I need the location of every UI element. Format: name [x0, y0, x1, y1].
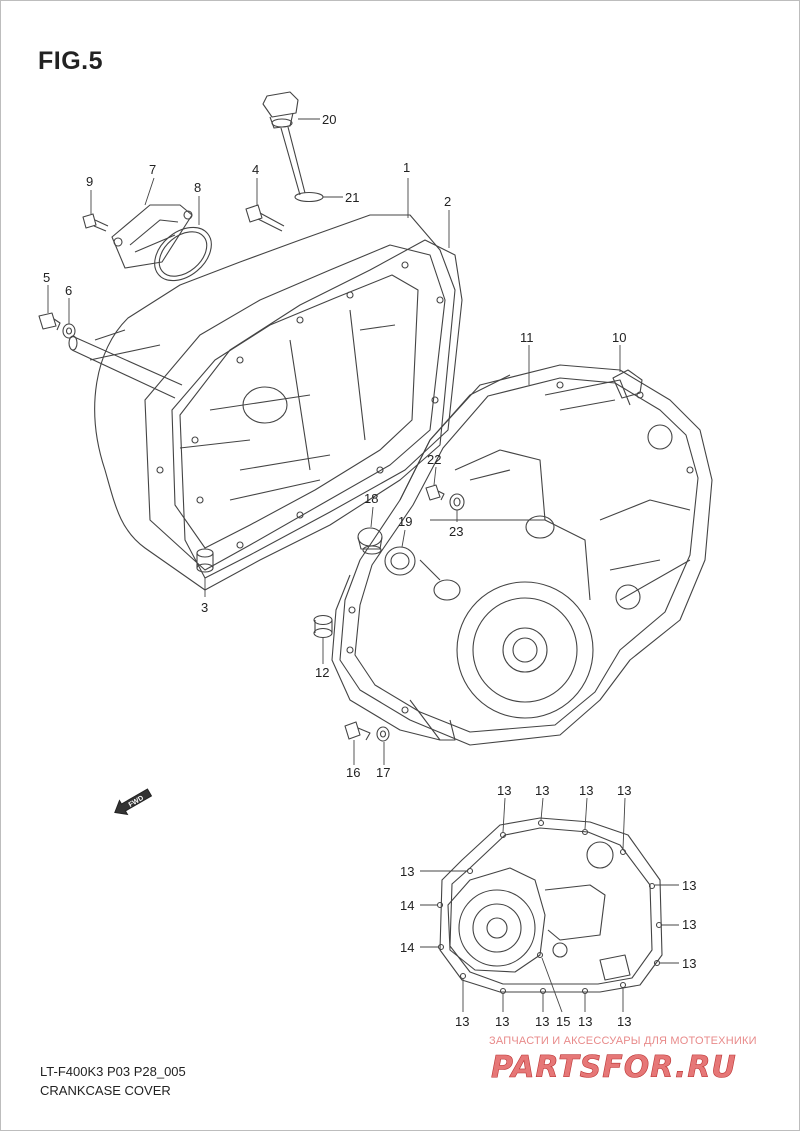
callout-2: 2 [444, 194, 451, 209]
callout-3: 3 [201, 600, 208, 615]
inset-callout-13: 13 [455, 1014, 469, 1029]
bolt-4 [245, 204, 285, 232]
washer-6 [62, 323, 76, 339]
dowel-pin-3 [196, 548, 214, 573]
drain-bolt-5 [38, 312, 61, 331]
callout-labels: 1 2 3 4 5 6 7 8 9 10 11 12 16 17 18 19 2… [43, 112, 696, 1029]
washer-23 [449, 493, 465, 511]
inset-callout-13: 13 [535, 783, 549, 798]
diagram-name: CRANKCASE COVER [40, 1083, 171, 1098]
callout-6: 6 [65, 283, 72, 298]
callout-8: 8 [194, 180, 201, 195]
inset-callout-13: 13 [497, 783, 511, 798]
oil-filler-plug [262, 91, 306, 196]
bolt-16 [344, 721, 371, 741]
cap-cover-7 [111, 204, 193, 269]
crankcase-cover-left [68, 214, 463, 591]
forward-arrow-icon: FWD [114, 788, 153, 816]
forward-label: FWD [128, 795, 145, 809]
plug-10 [612, 369, 643, 399]
watermark-logo: PARTSFOR.RU [491, 1050, 737, 1085]
inset-callout-14: 14 [400, 898, 414, 913]
watermark-tagline: ЗАПЧАСТИ И АКСЕССУАРЫ ДЛЯ МОТОТЕХНИКИ [489, 1035, 757, 1047]
leader-lines [47, 118, 679, 1013]
callout-5: 5 [43, 270, 50, 285]
callout-10: 10 [612, 330, 626, 345]
cap-18 [357, 527, 383, 555]
callout-11: 11 [520, 330, 534, 345]
inset-callout-13: 13 [617, 1014, 631, 1029]
callout-7: 7 [149, 162, 156, 177]
callout-1: 1 [403, 160, 410, 175]
bolt-9 [82, 213, 109, 232]
callout-22: 22 [427, 452, 441, 467]
inset-callout-13: 13 [400, 864, 414, 879]
callout-16: 16 [346, 765, 360, 780]
inset-callout-13: 13 [682, 956, 696, 971]
model-code: LT-F400K3 P03 P28_005 [40, 1064, 186, 1079]
dowel-pin-12 [313, 614, 333, 639]
inset-callout-13: 13 [617, 783, 631, 798]
inset-callout-13: 13 [682, 878, 696, 893]
oil-seal-19 [384, 546, 416, 576]
bolt-22 [425, 484, 445, 501]
o-ring-8 [154, 226, 212, 282]
callout-18: 18 [364, 491, 378, 506]
callout-23: 23 [449, 524, 463, 539]
o-ring-21 [294, 191, 324, 203]
washer-17 [376, 726, 390, 742]
clutch-cover-right [331, 364, 713, 746]
inset-callout-13: 13 [535, 1014, 549, 1029]
cover-bolt-inset [436, 817, 663, 995]
inset-callout-15: 15 [556, 1014, 570, 1029]
inset-callout-13: 13 [579, 783, 593, 798]
inset-callout-13: 13 [578, 1014, 592, 1029]
figure-title: FIG.5 [38, 47, 104, 75]
callout-20: 20 [322, 112, 336, 127]
callout-4: 4 [252, 162, 259, 177]
callout-17: 17 [376, 765, 390, 780]
callout-19: 19 [398, 514, 412, 529]
inset-callout-13: 13 [495, 1014, 509, 1029]
inset-callout-14: 14 [400, 940, 414, 955]
callout-12: 12 [315, 665, 329, 680]
inset-callout-13: 13 [682, 917, 696, 932]
callout-21: 21 [345, 190, 359, 205]
watermark-logo-text: PARTSFOR.RU [491, 1050, 737, 1085]
callout-9: 9 [86, 174, 93, 189]
